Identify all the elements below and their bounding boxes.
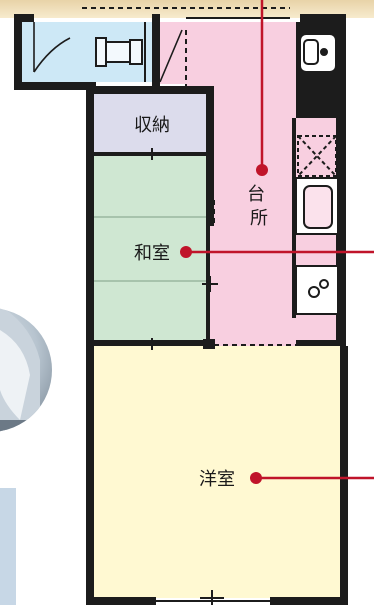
photo-edge-strip [0,488,16,605]
toilet-icon [95,37,143,67]
western-room-label: 洋室 [199,469,235,490]
refrigerator-icon [297,135,337,177]
sink-icon [299,33,337,73]
door-swing [33,22,183,83]
tatami-lines [94,216,210,282]
dashed-openings [82,7,296,346]
storage-label: 収納 [134,115,170,136]
plus-markers [144,148,218,350]
counter-edge [292,118,296,318]
walls [14,14,348,605]
japanese-room-pointer [180,246,374,258]
kitchen-sink-icon [295,177,339,235]
interior-photo [0,308,52,432]
kitchen-label: 台 所 [247,184,271,229]
top-band [0,0,374,18]
western-room-area [94,346,340,598]
stove-icon [295,265,339,315]
storage-area [94,94,210,154]
kitchen-pointer [256,0,268,176]
western-room-pointer [250,472,374,484]
japanese-room-label: 和室 [134,243,170,264]
kitchen-lower [210,90,296,346]
bottom-opening [156,590,270,605]
